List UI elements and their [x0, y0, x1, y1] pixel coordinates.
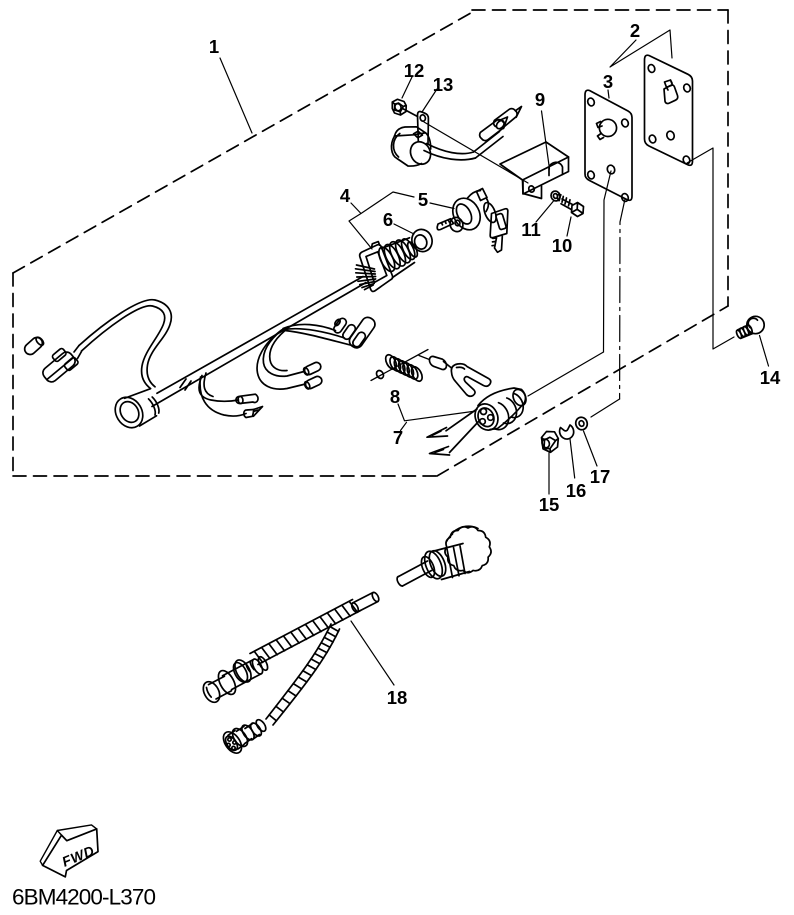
svg-text:6: 6	[383, 209, 393, 230]
svg-text:FWD: FWD	[60, 842, 97, 870]
svg-text:8: 8	[390, 386, 400, 407]
svg-text:6BM4200-L370: 6BM4200-L370	[12, 885, 155, 910]
svg-text:12: 12	[404, 60, 425, 81]
svg-text:18: 18	[387, 687, 408, 708]
svg-text:5: 5	[418, 189, 428, 210]
svg-text:3: 3	[603, 71, 613, 92]
svg-text:17: 17	[590, 466, 611, 487]
svg-text:4: 4	[340, 185, 351, 206]
svg-text:1: 1	[209, 36, 219, 57]
svg-text:16: 16	[566, 480, 587, 501]
svg-text:7: 7	[393, 427, 403, 448]
svg-text:15: 15	[539, 494, 560, 515]
svg-text:14: 14	[760, 367, 781, 388]
svg-text:10: 10	[552, 235, 573, 256]
svg-text:13: 13	[433, 74, 454, 95]
svg-text:11: 11	[521, 219, 541, 240]
svg-text:9: 9	[535, 89, 545, 110]
svg-text:2: 2	[630, 20, 640, 41]
